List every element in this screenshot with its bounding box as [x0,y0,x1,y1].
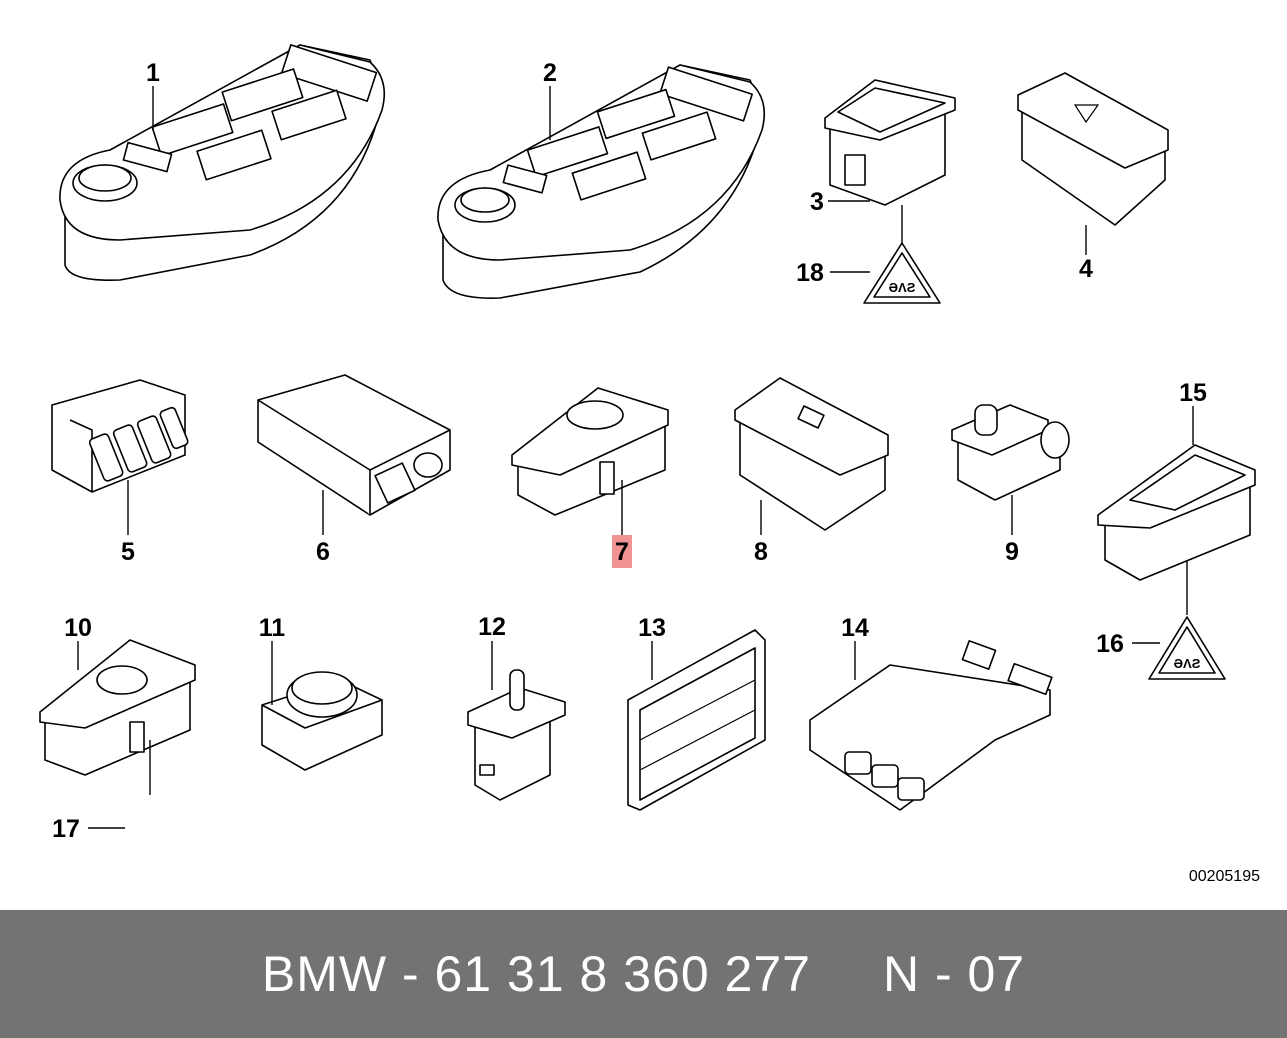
callout-16: 16 [1096,630,1124,658]
svg-text:ƏɅƧ: ƏɅƧ [889,280,916,295]
leader-lines [77,86,1194,829]
callout-14: 14 [841,614,869,642]
callout-9: 9 [1005,538,1019,566]
callout-11: 11 [259,614,286,642]
part-13-cover-panel [627,629,766,811]
svg-text:ƏɅƧ: ƏɅƧ [1174,656,1201,671]
callout-2: 2 [543,59,557,87]
callout-17: 17 [52,815,80,843]
part-9-push-button [951,404,1070,501]
part-1-window-switch-block [59,44,386,282]
part-14-switch-module [809,640,1053,811]
part-12-plunger-switch [467,669,566,801]
callout-10: 10 [64,614,92,642]
part-11-mirror-control [261,671,383,771]
part-15-switch [1097,444,1256,581]
callout-1: 1 [146,59,160,87]
part-18-warning-label: ƏɅƧ [863,242,941,304]
part-16-warning-label: ƏɅƧ [1148,616,1226,680]
part-2-window-switch-block [437,64,766,299]
callout-7-highlight [612,535,632,568]
callout-3: 3 [810,188,824,216]
part-10-seat-switch [39,639,196,776]
callout-labels: 1 2 3 4 5 6 7 8 9 10 11 12 13 14 15 16 1… [52,59,1207,843]
callout-12: 12 [478,613,506,641]
part-7-seat-switch [511,387,669,516]
reference-code: 00205195 [1188,868,1260,885]
footer-bar: BMW - 61 31 8 360 277 N - 07 [0,910,1287,1038]
callout-13: 13 [638,614,666,642]
footer-part-number: BMW - 61 31 8 360 277 [261,946,811,1002]
part-4-hazard-switch [1017,72,1169,226]
part-6-connector-switch [257,374,451,516]
callout-4: 4 [1079,255,1093,283]
callout-15: 15 [1179,379,1207,407]
parts-diagram: ƏɅƧ ƏɅƧ 1 2 3 4 5 6 [39,44,1256,843]
callout-8: 8 [754,538,768,566]
callout-5: 5 [121,538,135,566]
part-8-rocker-switch [734,377,889,531]
callout-6: 6 [316,538,330,566]
footer-position: N - 07 [882,946,1026,1002]
callout-18: 18 [796,259,824,287]
part-3-switch [824,79,956,206]
part-5-switch-buttons [51,379,189,493]
callout-7: 7 [615,538,629,566]
